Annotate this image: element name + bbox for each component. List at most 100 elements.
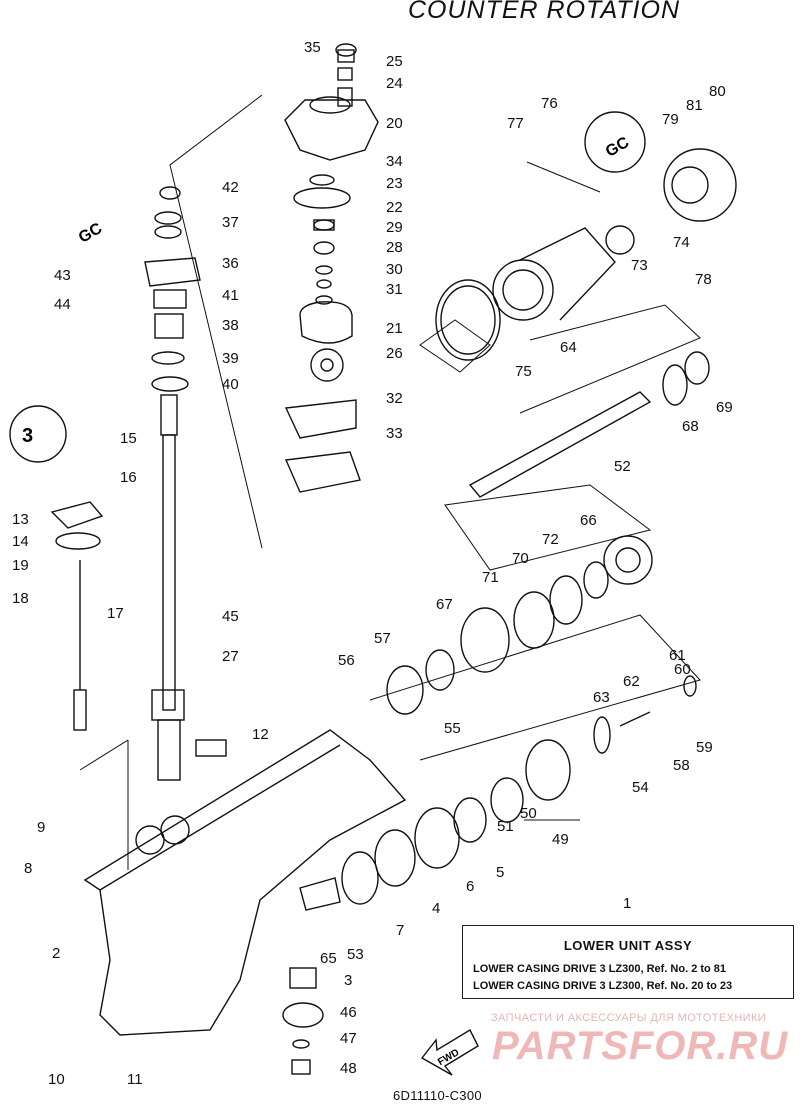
callout-73: 73: [631, 257, 648, 274]
callout-10: 10: [48, 1071, 65, 1088]
callout-32: 32: [386, 390, 403, 407]
callout-30: 30: [386, 261, 403, 278]
callout-63: 63: [593, 689, 610, 706]
callout-40: 40: [222, 376, 239, 393]
callout-51: 51: [497, 818, 514, 835]
drive-shaft: [144, 186, 201, 781]
callout-59: 59: [696, 739, 713, 756]
callout-36: 36: [222, 255, 239, 272]
callout-19: 19: [12, 557, 29, 574]
callout-55: 55: [444, 720, 461, 737]
ref-row-2: LOWER CASING DRIVE 3 LZ300, Ref. No. 20 …: [473, 980, 733, 992]
watermark-caption: ЗАПЧАСТИ И АКСЕССУАРЫ ДЛЯ МОТОТЕХНИКИ: [491, 1012, 767, 1024]
callout-39: 39: [222, 350, 239, 367]
callout-64: 64: [560, 339, 577, 356]
callout-61: 61: [669, 647, 686, 664]
gears-bearings: [282, 535, 697, 1075]
callout-7: 7: [396, 922, 404, 939]
callout-26: 26: [386, 345, 403, 362]
callout-15: 15: [120, 430, 137, 447]
callout-52: 52: [614, 458, 631, 475]
callout-58: 58: [673, 757, 690, 774]
callout-79: 79: [662, 111, 679, 128]
callout-41: 41: [222, 287, 239, 304]
callout-24: 24: [386, 75, 403, 92]
propeller-shaft: [468, 351, 710, 498]
reference-box: LOWER UNIT ASSY LOWER CASING DRIVE 3 LZ3…: [462, 925, 794, 999]
callout-5: 5: [496, 864, 504, 881]
callout-13: 13: [12, 511, 29, 528]
callout-81: 81: [686, 97, 703, 114]
callout-68: 68: [682, 418, 699, 435]
callout-27: 27: [222, 648, 239, 665]
callout-16: 16: [120, 469, 137, 486]
callout-2: 2: [52, 945, 60, 962]
callout-4: 4: [432, 900, 440, 917]
callout-12: 12: [252, 726, 269, 743]
callout-6: 6: [466, 878, 474, 895]
callout-43: 43: [54, 267, 71, 284]
callout-44: 44: [54, 296, 71, 313]
callout-47: 47: [340, 1030, 357, 1047]
callout-67: 67: [436, 596, 453, 613]
callout-23: 23: [386, 175, 403, 192]
callout-56: 56: [338, 652, 355, 669]
callout-76: 76: [541, 95, 558, 112]
callout-38: 38: [222, 317, 239, 334]
lower-casing: [83, 729, 407, 1036]
callout-3: 3: [344, 972, 352, 989]
callout-11: 11: [127, 1071, 143, 1088]
callout-33: 33: [386, 425, 403, 442]
callout-8: 8: [24, 860, 32, 877]
ref-row-1: LOWER CASING DRIVE 3 LZ300, Ref. No. 2 t…: [473, 963, 727, 975]
callout-17: 17: [107, 605, 124, 622]
callout-29: 29: [386, 219, 403, 236]
callout-75: 75: [515, 363, 532, 380]
callout-74: 74: [673, 234, 690, 251]
callout-28: 28: [386, 239, 403, 256]
fwd-arrow: [420, 1029, 479, 1076]
callout-71: 71: [482, 569, 499, 586]
callout-70: 70: [512, 550, 529, 567]
callout-66: 66: [580, 512, 597, 529]
callout-21: 21: [386, 320, 403, 337]
callout-53: 53: [347, 946, 364, 963]
callout-46: 46: [340, 1004, 357, 1021]
callout-57: 57: [374, 630, 391, 647]
callout-35: 35: [304, 39, 321, 56]
callout-80: 80: [709, 83, 726, 100]
callout-60: 60: [674, 661, 691, 678]
callout-1: 1: [623, 895, 631, 912]
callout-14: 14: [12, 533, 29, 550]
callout-77: 77: [507, 115, 524, 132]
callout-45: 45: [222, 608, 239, 625]
callout-49: 49: [552, 831, 569, 848]
callout-42: 42: [222, 179, 239, 196]
watermark-logo: PARTSFOR.RU: [492, 1024, 789, 1068]
leader-lines: [79, 94, 701, 870]
callout-31: 31: [386, 281, 403, 298]
callout-72: 72: [542, 531, 559, 548]
callout-22: 22: [386, 199, 403, 216]
callout-37: 37: [222, 214, 239, 231]
callout-54: 54: [632, 779, 649, 796]
callout-50: 50: [520, 805, 537, 822]
callout-65: 65: [320, 950, 337, 967]
callout-48: 48: [340, 1060, 357, 1077]
callout-62: 62: [623, 673, 640, 690]
callout-25: 25: [386, 53, 403, 70]
callout-34: 34: [386, 153, 403, 170]
callout-78: 78: [695, 271, 712, 288]
callout-18: 18: [12, 590, 29, 607]
ref-heading: LOWER UNIT ASSY: [563, 938, 693, 953]
callout-20: 20: [386, 115, 403, 132]
callout-69: 69: [716, 399, 733, 416]
callout-9: 9: [37, 819, 45, 836]
water-pump-housing: [284, 43, 379, 493]
figure-code: 6D11110-C300: [393, 1088, 482, 1103]
page-title: COUNTER ROTATION: [408, 0, 681, 24]
shift-rod: [9, 405, 104, 731]
propeller-shaft-housing: [435, 111, 737, 361]
